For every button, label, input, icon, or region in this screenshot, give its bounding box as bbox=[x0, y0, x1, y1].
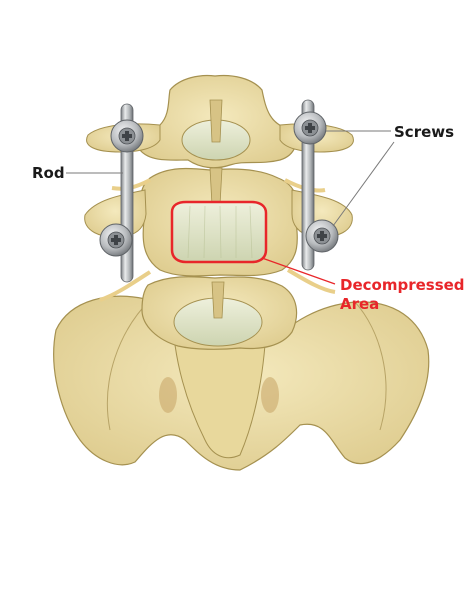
middle-spinous-process bbox=[209, 167, 223, 206]
upper-spinous-process bbox=[209, 99, 223, 143]
decompressed-area bbox=[170, 200, 268, 264]
rod-label: Rod bbox=[32, 164, 65, 182]
nerve-root-right-lower bbox=[286, 268, 336, 294]
screw-head-icon bbox=[293, 111, 327, 145]
screws-leader-line-lower bbox=[332, 141, 395, 227]
screws-label: Screws bbox=[394, 123, 455, 141]
lower-spinous-process bbox=[211, 281, 225, 319]
decompressed-area-label: Decompressed Area bbox=[340, 276, 465, 313]
screw-head-icon bbox=[110, 119, 144, 153]
screw-head-icon bbox=[305, 219, 339, 253]
decompressed-leader-line bbox=[261, 257, 336, 285]
screw-head-icon bbox=[99, 223, 133, 257]
nerve-root-left-lower bbox=[99, 270, 152, 302]
